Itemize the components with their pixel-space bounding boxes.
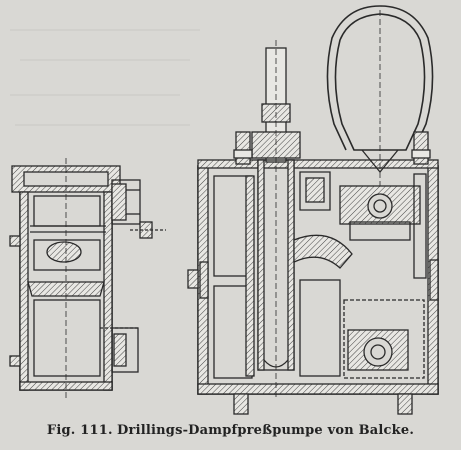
figure-number: Fig. 111. <box>46 423 113 438</box>
figure-caption: Fig. 111. Drillings-Dampfpreßpumpe von B… <box>0 423 461 438</box>
figure-title: Drillings-Dampfpreßpumpe von Balcke. <box>117 423 415 438</box>
left-section-view <box>9 158 166 398</box>
right-section-view <box>187 5 439 415</box>
paper-texture <box>10 29 200 126</box>
